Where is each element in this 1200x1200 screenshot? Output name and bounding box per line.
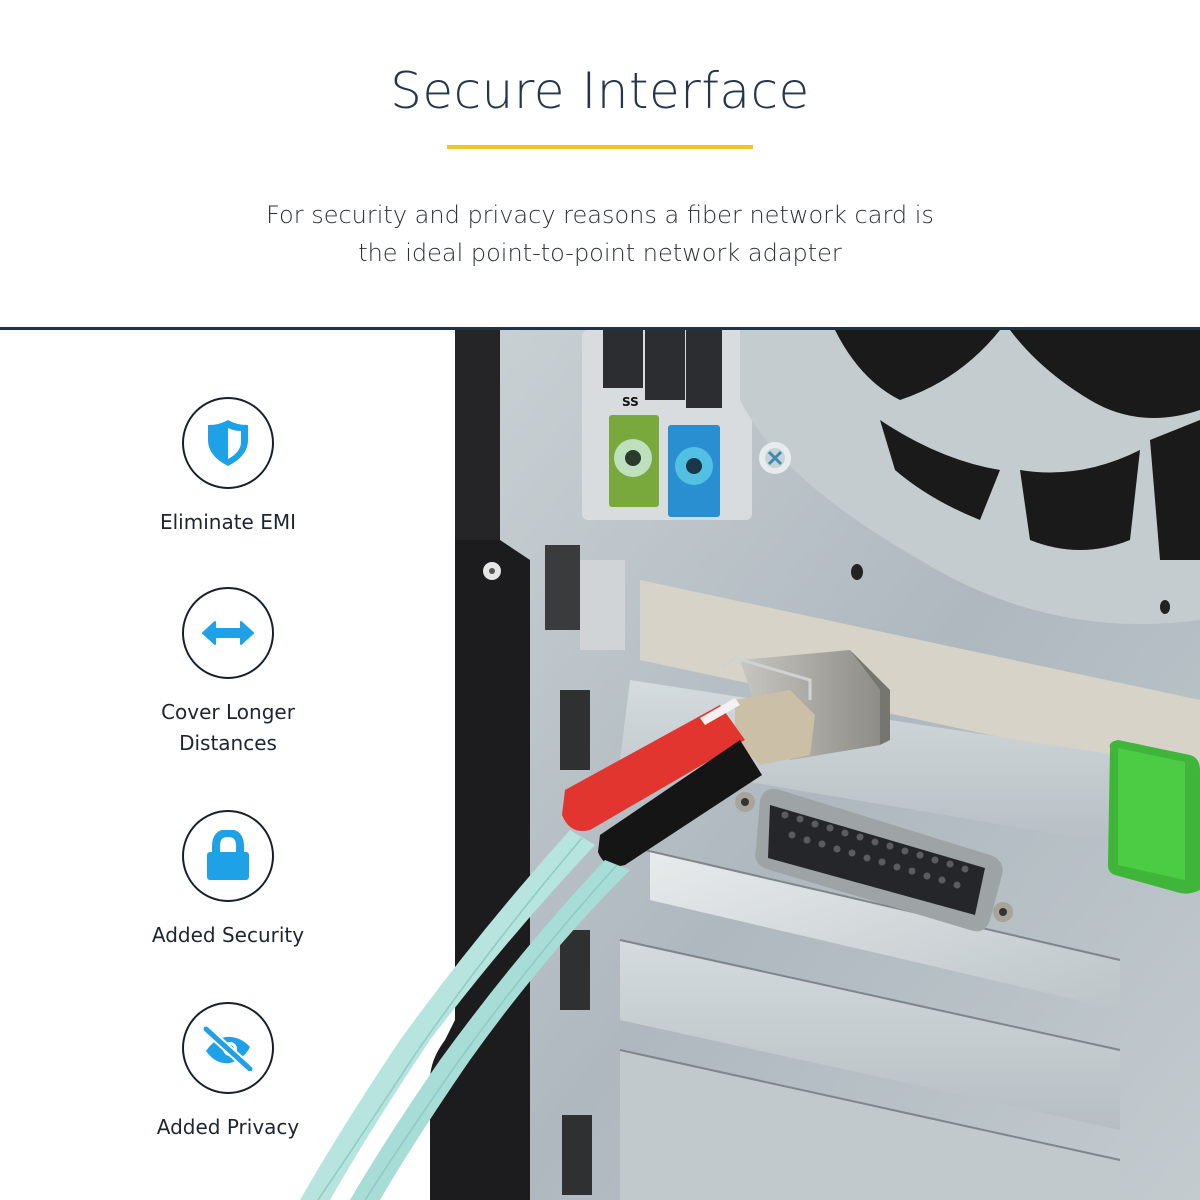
feature-label: Cover Longer Distances	[118, 697, 338, 759]
feature-icon-circle	[182, 587, 274, 679]
feature-label: Added Privacy	[156, 1115, 300, 1139]
feature-label-line-2: Distances	[179, 731, 277, 755]
subtitle-line-1: For security and privacy reasons a fiber…	[266, 201, 934, 229]
feature-icon-circle	[182, 397, 274, 489]
title-underline	[447, 145, 753, 149]
subtitle-line-2: the ideal point-to-point network adapter	[358, 239, 842, 267]
feature-added-security: Added Security	[118, 810, 338, 951]
header: Secure Interface For security and privac…	[0, 0, 1200, 328]
feature-label-line-1: Cover Longer	[161, 700, 295, 724]
shield-icon	[208, 420, 248, 466]
feature-added-privacy: Added Privacy	[118, 1002, 338, 1143]
feature-label: Eliminate EMI	[159, 510, 296, 534]
feature-cover-longer-distances: Cover Longer Distances	[118, 587, 338, 759]
page-title: Secure Interface	[390, 62, 810, 120]
lock-icon	[207, 830, 249, 880]
section-divider	[0, 327, 1200, 330]
subtitle: For security and privacy reasons a fiber…	[0, 196, 1200, 272]
eye-slash-icon	[201, 1025, 255, 1071]
svg-text:SS: SS	[622, 395, 639, 409]
product-photo: SS	[0, 330, 1200, 1200]
double-arrow-icon	[202, 621, 254, 645]
feature-icon-circle	[182, 1002, 274, 1094]
feature-label: Added Security	[151, 923, 305, 947]
feature-icon-circle	[182, 810, 274, 902]
feature-eliminate-emi: Eliminate EMI	[118, 397, 338, 538]
pc-backplate-illustration: SS	[300, 330, 1200, 1200]
features-list: Eliminate EMI Cover Longer Distances Add…	[118, 330, 338, 1200]
